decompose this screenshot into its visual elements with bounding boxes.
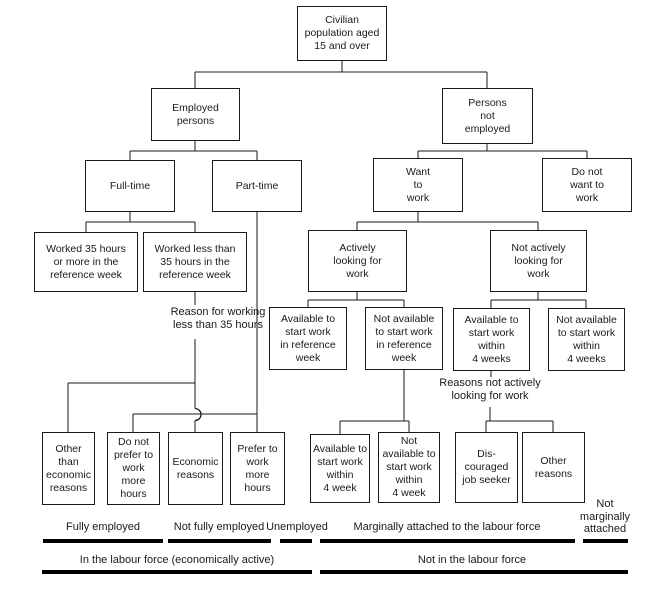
category-unemployed: Unemployed (266, 521, 328, 533)
line-fulltime-split (85, 212, 196, 232)
annotation-reasons-not-actively-looking: Reasons not actively looking for work (439, 377, 541, 402)
node-actively-looking: Actively looking for work (308, 230, 407, 292)
category-in-labour-force: In the labour force (economically active… (79, 554, 275, 566)
annotation-reason-working-less-35: Reason for working less than 35 hours (170, 306, 266, 331)
node-worked-less-than-35: Worked less than 35 hours in the referen… (143, 232, 247, 292)
node-available-within-4-weeks: Available to start work within 4 weeks (453, 308, 530, 371)
node-not-actively-looking: Not actively looking for work (490, 230, 587, 292)
category-fully-employed: Fully employed (66, 521, 140, 533)
line-avail4wks-split (485, 407, 554, 432)
node-want-to-work: Want to work (373, 158, 463, 212)
node-employed-persons: Employed persons (151, 88, 240, 141)
node-civilian-population: Civilian population aged 15 and over (297, 6, 387, 61)
node-do-not-prefer-more-hours: Do not prefer to work more hours (107, 432, 160, 505)
category-not-in-labour-force: Not in the labour force (417, 554, 527, 566)
node-discouraged-job-seeker: Dis- couraged job seeker (455, 432, 518, 503)
line-civilian-split (194, 61, 488, 88)
line-notavailref-split (339, 370, 410, 434)
node-part-time: Part-time (212, 160, 302, 212)
node-available-reference-week: Available to start work in reference wee… (269, 307, 347, 370)
line-crossing-bridge (194, 407, 202, 422)
node-prefer-more-hours: Prefer to work more hours (230, 432, 285, 505)
node-economic-reasons: Economic reasons (168, 432, 223, 505)
line-notactively-split (490, 292, 587, 308)
line-notemployed-split (417, 144, 588, 158)
node-full-time: Full-time (85, 160, 175, 212)
node-persons-not-employed: Persons not employed (442, 88, 533, 144)
line-actively-split (307, 292, 405, 307)
node-other-reasons: Other reasons (522, 432, 585, 503)
line-employed-split (129, 141, 258, 160)
node-do-not-want-to-work: Do not want to work (542, 158, 632, 212)
line-parttime-stem (132, 212, 258, 432)
node-other-than-economic-reasons: Other than economic reasons (42, 432, 95, 505)
line-want-split (356, 212, 539, 230)
node-not-available-within-4-week: Not available to start work within 4 wee… (378, 432, 440, 503)
node-not-available-reference-week: Not available to start work in reference… (365, 307, 443, 370)
node-not-available-within-4-weeks: Not available to start work within 4 wee… (548, 308, 625, 371)
category-not-fully-employed: Not fully employed (173, 521, 265, 533)
line-workedless-stem-bottom (67, 339, 196, 432)
node-worked-35-or-more: Worked 35 hours or more in the reference… (34, 232, 138, 292)
category-marginally-attached: Marginally attached to the labour force (353, 521, 541, 533)
node-available-within-4-week: Available to start work within 4 week (310, 434, 370, 503)
category-not-marginally-attached: Not marginally attached (579, 498, 631, 535)
